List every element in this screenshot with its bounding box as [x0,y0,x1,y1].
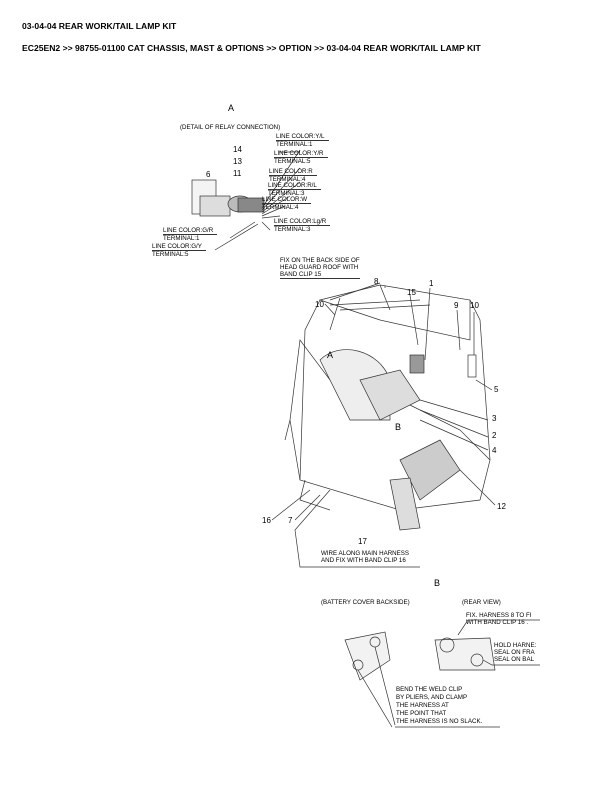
forklift-drawing [284,284,491,531]
detail-b-caption-left: (BATTERY COVER BACKSIDE) [321,599,410,606]
callout-b: B [395,422,402,432]
callout-16: 16 [262,516,271,525]
detail-b-caption-right: (REAR VIEW) [462,599,501,606]
page-title: 03-04-04 REAR WORK/TAIL LAMP KIT [22,21,177,31]
note-hold-harness: HOLD HARNE: SEAL ON FRA SEAL ON BAL [494,642,537,663]
terminal-label: TERMINAL:3 [268,190,305,197]
callout-13: 13 [233,157,242,166]
line-color-label: LINE COLOR:G/Y [152,243,206,251]
callout-5: 5 [494,385,499,394]
breadcrumb: EC25EN2 >> 98755-01100 CAT CHASSIS, MAST… [22,43,481,53]
line-color-label: LINE COLOR:W [262,196,312,204]
terminal-label: TERMINAL:1 [163,235,200,242]
callout-2: 2 [492,431,497,440]
detail-a-caption: (DETAIL OF RELAY CONNECTION) [180,124,281,131]
callout-6: 6 [206,170,211,179]
line-color-label: LINE COLOR:R/L [268,182,321,190]
line-color-label: LINE COLOR:Y/L [276,133,329,141]
line-color-label: LINE COLOR:Lg/R [274,218,331,226]
terminal-label: TERMINAL:4 [262,204,299,211]
callout-15: 15 [407,288,416,297]
callout-11: 11 [233,169,242,178]
detail-b-drawings [344,619,540,728]
line-color-label: LINE COLOR:G/R [163,227,218,235]
callout-9: 9 [454,301,459,310]
detail-a-letter: A [228,103,235,113]
callout-14: 14 [233,145,242,154]
callout-12: 12 [497,502,506,511]
callout-a: A [327,350,334,360]
callout-10b: 10 [470,301,479,310]
callout-3: 3 [492,414,497,423]
terminal-label: TERMINAL:5 [274,158,311,165]
callout-10: 10 [315,300,324,309]
terminal-label: TERMINAL:1 [276,141,313,148]
line-color-label: LINE COLOR:Y/R [274,150,328,158]
callout-1: 1 [429,279,434,288]
callout-8: 8 [374,277,379,286]
leader-lines [271,282,496,568]
callout-4: 4 [492,446,497,455]
note-bend-weld-clip: BEND THE WELD CLIP BY PLIERS, AND CLAMP … [396,686,483,725]
callout-7: 7 [288,516,293,525]
detail-b-letter: B [434,578,441,588]
terminal-label: TERMINAL:5 [152,251,189,258]
terminal-label: TERMINAL:4 [269,176,306,183]
note-fix-harness: FIX. HARNESS 8 TO FI WITH BAND CLIP 16 . [466,612,532,626]
line-color-label: LINE COLOR:R [269,168,317,176]
relay-assembly-drawing [191,149,301,251]
callout-17: 17 [358,537,367,546]
note-head-guard: FIX ON THE BACK SIDE OF HEAD GUARD ROOF … [280,257,360,279]
note-main-harness: WIRE ALONG MAIN HARNESS AND FIX WITH BAN… [321,550,410,564]
terminal-label: TERMINAL:3 [274,226,311,233]
